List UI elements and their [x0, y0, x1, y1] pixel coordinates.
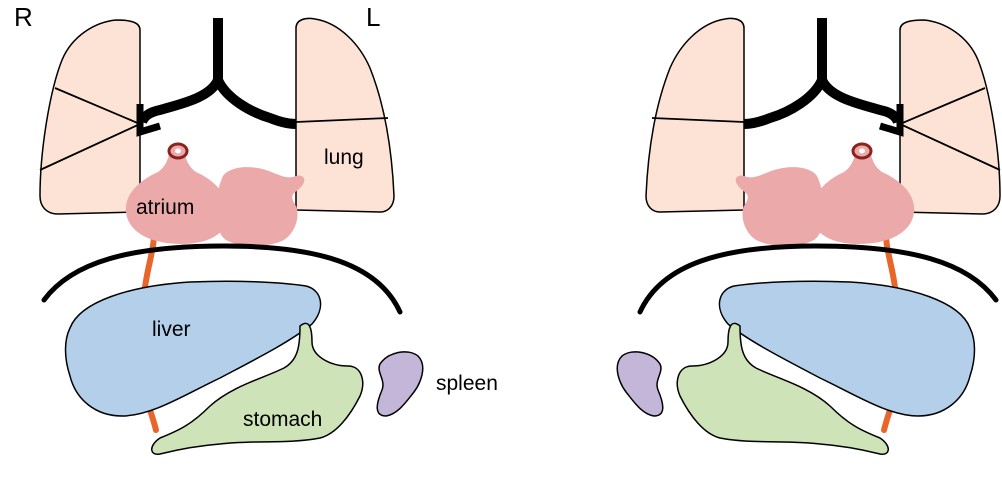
normal-right-lung: [39, 19, 141, 215]
normal-right-atrium: [125, 150, 229, 244]
normal-left-lung: [295, 17, 395, 213]
mirror-liver: [718, 280, 976, 417]
normal-svc-lumen: [175, 148, 181, 154]
normal-panel: R L lung atrium liver stomach spleen: [14, 2, 498, 455]
mirror-svc-lumen: [859, 148, 865, 154]
normal-left-chamber: [215, 167, 305, 246]
mirror-stomach: [676, 322, 889, 455]
mirror-trilobed-lung: [899, 19, 1001, 215]
label-right-side: R: [14, 2, 33, 32]
normal-stomach: [151, 322, 364, 455]
mirror-airway: [743, 18, 904, 137]
normal-left-lung-fissure: [295, 117, 389, 123]
normal-spleen: [376, 351, 424, 417]
mirror-atrium: [811, 150, 915, 244]
label-stomach: stomach: [243, 408, 322, 431]
normal-diaphragm: [41, 243, 403, 315]
mirror-diaphragm: [637, 243, 999, 315]
mirror-panel: [616, 17, 1001, 455]
mirror-bilobed-lung-fissure: [651, 117, 745, 123]
label-lung: lung: [324, 146, 364, 169]
label-liver: liver: [152, 318, 191, 341]
normal-liver: [64, 280, 322, 417]
mirror-spleen: [616, 351, 664, 417]
label-atrium: atrium: [136, 196, 194, 219]
mirror-bilobed-lung: [645, 17, 745, 213]
mirror-left-chamber: [735, 167, 825, 246]
label-left-side: L: [366, 2, 380, 32]
normal-airway: [136, 18, 297, 137]
label-spleen: spleen: [436, 372, 498, 395]
